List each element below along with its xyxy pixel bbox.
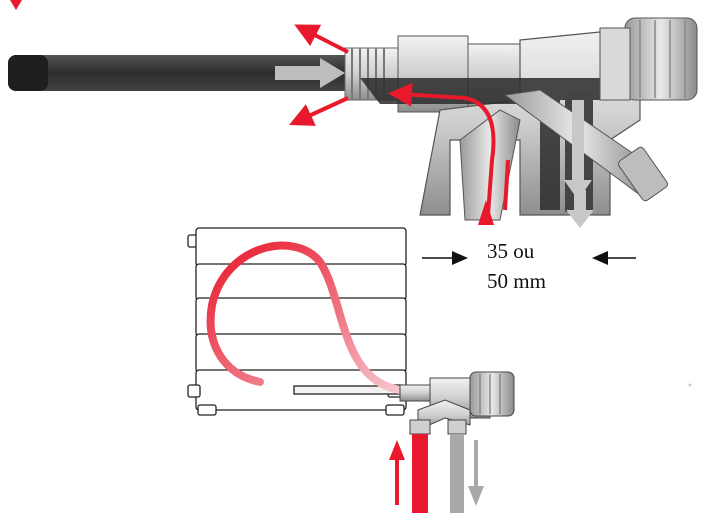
- return-pipe: [450, 434, 464, 513]
- dimension-marker: [422, 251, 636, 265]
- flow-down-arrow-icon: [468, 440, 484, 506]
- outlet-flow-down-arrow-icon: [566, 190, 594, 228]
- red-flow-arrows: [289, 24, 510, 216]
- supply-pipe: [412, 434, 428, 513]
- red-corner-mark: [10, 0, 22, 10]
- dimension-label: 35 ou 50 mm: [487, 236, 546, 296]
- body-flow-down-arrow-icon: [564, 100, 592, 200]
- bottom-valve: [399, 371, 515, 435]
- insert-tube: [8, 55, 358, 91]
- arrow-left-icon: [592, 251, 608, 265]
- flow-up-arrow-icon: [389, 440, 405, 505]
- tube-flow-arrow-icon: [275, 58, 345, 88]
- arrow-right-icon: [452, 251, 468, 265]
- dimension-line-2: 50 mm: [487, 269, 546, 293]
- thermostat-head: [624, 17, 698, 101]
- valve-section-view: [8, 17, 698, 228]
- inlet-flow-up-arrow-icon: [478, 200, 494, 225]
- dimension-line-1: 35 ou: [487, 239, 535, 263]
- radiator: [187, 227, 407, 416]
- radiator-flow-loop: [206, 241, 404, 394]
